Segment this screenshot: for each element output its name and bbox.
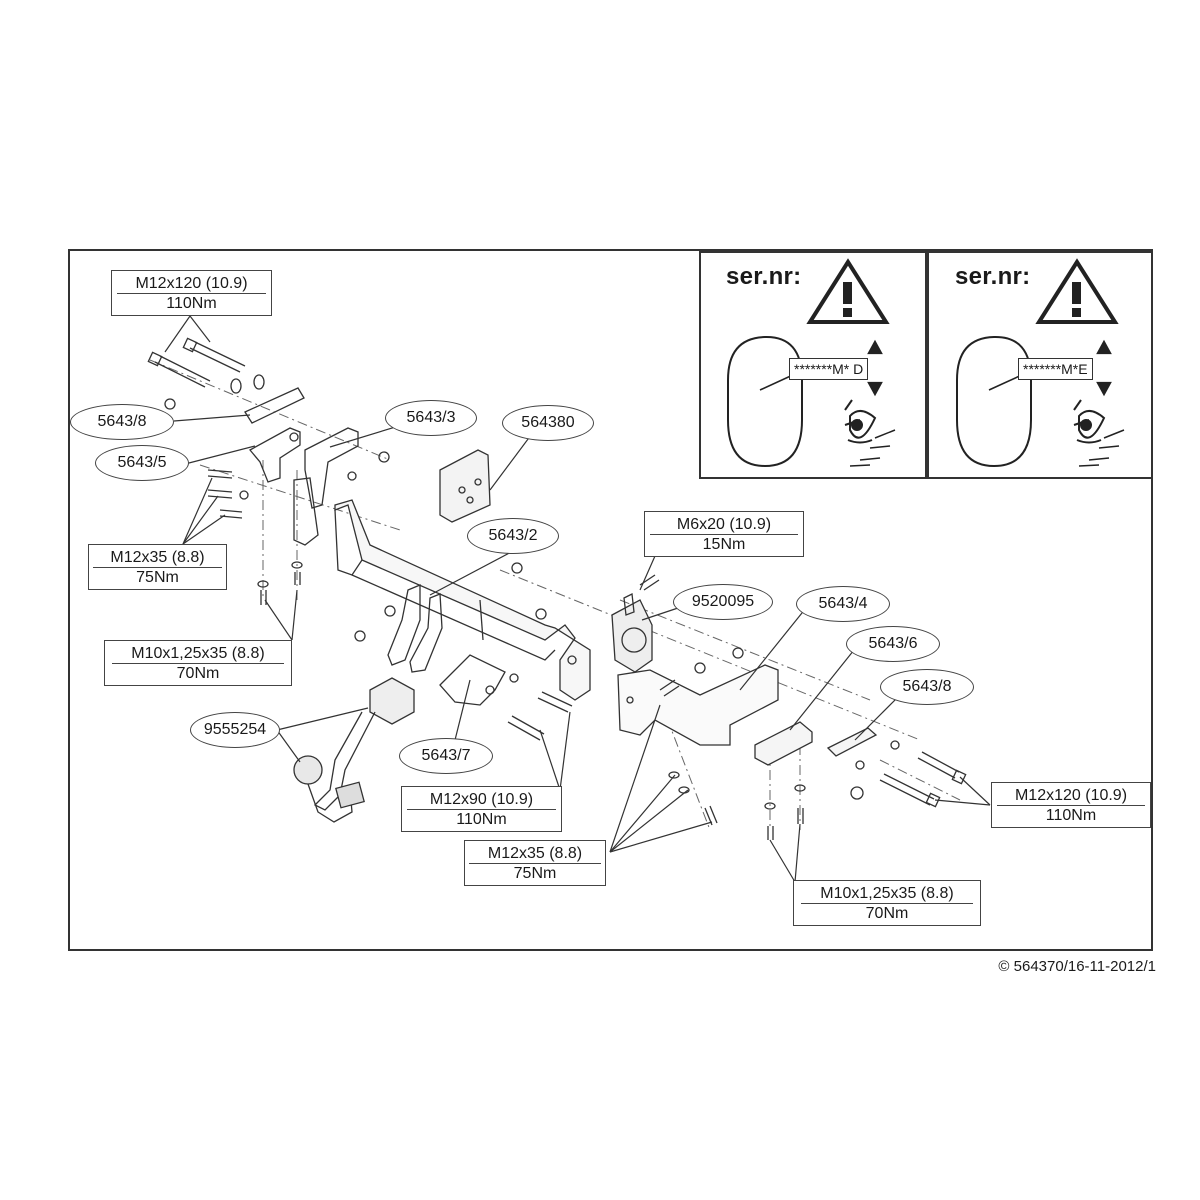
part-label-5643-6: 5643/6: [846, 626, 940, 662]
part-label-9555254: 9555254: [190, 712, 280, 748]
serial-number-title-e: ser.nr:: [955, 263, 1031, 290]
torque-value: 70Nm: [176, 664, 220, 682]
spec-box-m12x120-right: M12x120 (10.9) 110Nm: [991, 782, 1151, 828]
torque-value: 15Nm: [702, 535, 746, 553]
part-label-5643-7: 5643/7: [399, 738, 493, 774]
part-label-5643-8-right: 5643/8: [880, 669, 974, 705]
part-label-5643-4: 5643/4: [796, 586, 890, 622]
spec-box-m6x20: M6x20 (10.9) 15Nm: [644, 511, 804, 557]
serial-number-title-d: ser.nr:: [726, 263, 802, 290]
diagram-frame: [68, 249, 1153, 951]
copyright-notice: © 564370/16-11-2012/1: [998, 958, 1156, 975]
spec-box-m12x35-left: M12x35 (8.8) 75Nm: [88, 544, 227, 590]
part-label-5643-5: 5643/5: [95, 445, 189, 481]
bolt-size: M12x120 (10.9): [117, 274, 266, 294]
bolt-size: M12x35 (8.8): [468, 844, 602, 864]
bolt-m12x120-left: [147, 337, 265, 394]
torque-value: 70Nm: [865, 904, 909, 922]
vehicle-outline-icon: [956, 335, 1032, 468]
bolt-size: M10x1,25x35 (8.8): [112, 644, 284, 664]
spec-box-m12x35-bottom: M12x35 (8.8) 75Nm: [464, 840, 606, 886]
spec-box-m10-left: M10x1,25x35 (8.8) 70Nm: [104, 640, 292, 686]
torque-value: 75Nm: [136, 568, 179, 586]
part-label-564380: 564380: [502, 405, 594, 441]
eye-icon: [1073, 399, 1125, 467]
bolt-size: M10x1,25x35 (8.8): [801, 884, 973, 904]
torque-value: 110Nm: [456, 810, 507, 828]
torque-value: 75Nm: [513, 864, 557, 882]
part-label-5643-2: 5643/2: [467, 518, 559, 554]
torque-value: 110Nm: [166, 294, 217, 312]
bolt-size: M12x90 (10.9): [407, 790, 556, 810]
vehicle-outline-icon: [727, 335, 803, 468]
spec-box-m12x120-left: M12x120 (10.9) 110Nm: [111, 270, 272, 316]
part-label-5643-8-left: 5643/8: [70, 404, 174, 440]
serial-number-plate-d: *******M* D: [789, 358, 869, 380]
part-label-9520095: 9520095: [673, 584, 773, 620]
torque-value: 110Nm: [1045, 806, 1097, 824]
part-label-5643-3: 5643/3: [385, 400, 477, 436]
bolt-size: M12x120 (10.9): [997, 786, 1145, 806]
serial-number-plate-e: *******M*E: [1018, 358, 1093, 380]
bolt-size: M12x35 (8.8): [92, 548, 223, 568]
spec-box-m10-right: M10x1,25x35 (8.8) 70Nm: [793, 880, 981, 926]
bolt-size: M6x20 (10.9): [650, 515, 798, 535]
spec-box-m12x90: M12x90 (10.9) 110Nm: [401, 786, 562, 832]
eye-icon: [844, 399, 896, 467]
